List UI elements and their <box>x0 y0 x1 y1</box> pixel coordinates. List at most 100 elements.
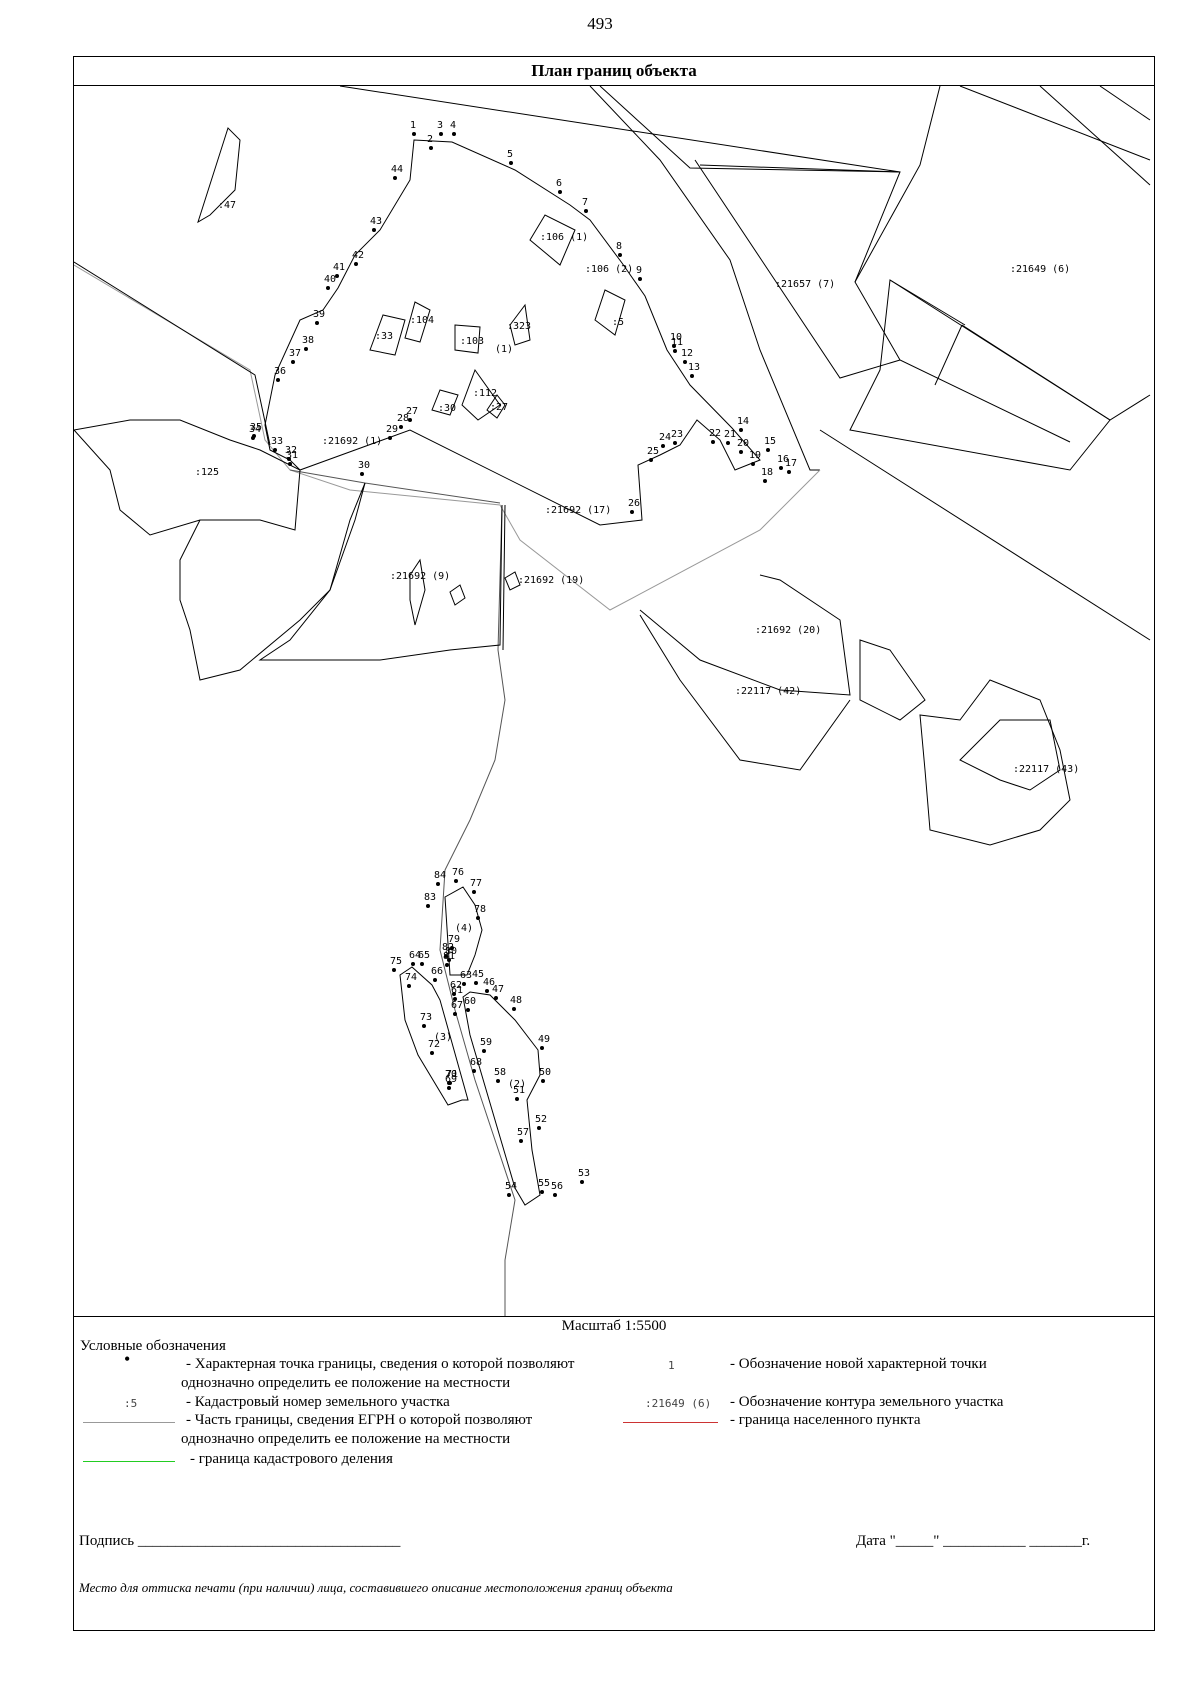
boundary-point <box>335 274 339 278</box>
parcel-label: :21692 (1) <box>322 436 382 447</box>
boundary-point <box>540 1190 544 1194</box>
point-symbol-icon: • <box>124 1349 131 1369</box>
boundary-point <box>494 996 498 1000</box>
boundary-point <box>726 441 730 445</box>
boundary-point <box>426 904 430 908</box>
point-label-52: 52 <box>535 1114 547 1125</box>
boundary-point <box>354 262 358 266</box>
boundary-point <box>408 418 412 422</box>
boundary-point <box>673 349 677 353</box>
legend-contour-symbol: :21649 (6) <box>645 1397 712 1410</box>
boundary-point <box>452 992 456 996</box>
boundary-point <box>472 890 476 894</box>
boundary-point <box>672 344 676 348</box>
parcel-label: :21692 (9) <box>390 571 450 582</box>
point-label-82: 82 <box>442 942 454 953</box>
parcel-label: :27 <box>490 402 508 413</box>
boundary-point <box>690 374 694 378</box>
parcel-label: :103 <box>460 336 484 347</box>
boundary-point <box>252 434 256 438</box>
boundary-point <box>430 1051 434 1055</box>
parcel-label: :22117 (42) <box>735 686 801 697</box>
boundary-point <box>466 1008 470 1012</box>
point-label-15: 15 <box>764 436 776 447</box>
boundary-point <box>472 1069 476 1073</box>
point-label-57: 57 <box>517 1127 529 1138</box>
point-label-68: 68 <box>470 1057 482 1068</box>
point-label-14: 14 <box>737 416 749 427</box>
point-label-25: 25 <box>647 446 659 457</box>
point-label-79: 79 <box>448 934 460 945</box>
boundary-point <box>649 458 653 462</box>
parcel-label: :106 (2) <box>585 264 633 275</box>
boundary-point <box>420 962 424 966</box>
boundary-point <box>482 1049 486 1053</box>
point-label-10: 10 <box>670 332 682 343</box>
point-label-23: 23 <box>671 429 683 440</box>
boundary-point <box>739 428 743 432</box>
point-label-62: 62 <box>450 980 462 991</box>
point-label-59: 59 <box>480 1037 492 1048</box>
boundary-point <box>751 462 755 466</box>
page-number: 493 <box>587 14 613 33</box>
boundary-point <box>711 440 715 444</box>
boundary-point <box>580 1180 584 1184</box>
boundary-point <box>288 462 292 466</box>
boundary-point <box>429 146 433 150</box>
boundary-point <box>393 176 397 180</box>
boundary-point <box>407 984 411 988</box>
point-label-37: 37 <box>289 348 301 359</box>
boundary-point <box>553 1193 557 1197</box>
boundary-point <box>448 1081 452 1085</box>
boundary-point <box>638 277 642 281</box>
boundary-point <box>439 132 443 136</box>
point-label-17: 17 <box>785 458 797 469</box>
boundary-point <box>273 448 277 452</box>
boundary-point <box>683 360 687 364</box>
point-label-78: 78 <box>474 904 486 915</box>
boundary-map: :47:106 (1):106 (2):5:21657 (7):21649 (6… <box>74 86 1154 1316</box>
point-label-27: 27 <box>406 406 418 417</box>
legend-settlement-line <box>623 1422 718 1423</box>
legend-egrn-line <box>83 1422 175 1423</box>
point-label-40: 40 <box>324 274 336 285</box>
point-label-31: 31 <box>286 450 298 461</box>
point-label-45: 45 <box>472 969 484 980</box>
point-label-77: 77 <box>470 878 482 889</box>
legend-egrn-desc-1: - Часть границы, сведения ЕГРН о которой… <box>186 1412 533 1428</box>
point-label-51: 51 <box>513 1085 525 1096</box>
point-label-30: 30 <box>358 460 370 471</box>
boundary-point <box>540 1046 544 1050</box>
point-label-38: 38 <box>302 335 314 346</box>
parcel-label: :104 <box>410 315 434 326</box>
boundary-point <box>445 963 449 967</box>
parcel-label: :21692 (19) <box>518 575 584 586</box>
boundary-point <box>630 510 634 514</box>
point-label-20: 20 <box>737 438 749 449</box>
point-label-48: 48 <box>510 995 522 1006</box>
signature-field: Подпись ________________________________… <box>79 1533 401 1549</box>
point-label-44: 44 <box>391 164 403 175</box>
point-label-61: 61 <box>451 985 463 996</box>
point-label-81: 81 <box>443 951 455 962</box>
boundary-point <box>519 1139 523 1143</box>
point-label-65: 65 <box>418 950 430 961</box>
point-label-22: 22 <box>709 428 721 439</box>
boundary-point <box>661 444 665 448</box>
point-label-36: 36 <box>274 366 286 377</box>
point-label-71: 71 <box>446 1069 458 1080</box>
boundary-point <box>447 958 451 962</box>
boundary-point <box>433 978 437 982</box>
boundary-point <box>388 436 392 440</box>
point-label-58: 58 <box>494 1067 506 1078</box>
legend-settlement-desc: - граница населенного пункта <box>730 1412 921 1428</box>
point-label-72: 72 <box>428 1039 440 1050</box>
point-label-3: 3 <box>437 120 443 131</box>
point-label-24: 24 <box>659 432 671 443</box>
boundary-point <box>453 997 457 1001</box>
point-label-2: 2 <box>427 134 433 145</box>
point-label-53: 53 <box>578 1168 590 1179</box>
boundary-point <box>476 916 480 920</box>
point-label-21: 21 <box>724 429 736 440</box>
boundary-point <box>444 954 448 958</box>
